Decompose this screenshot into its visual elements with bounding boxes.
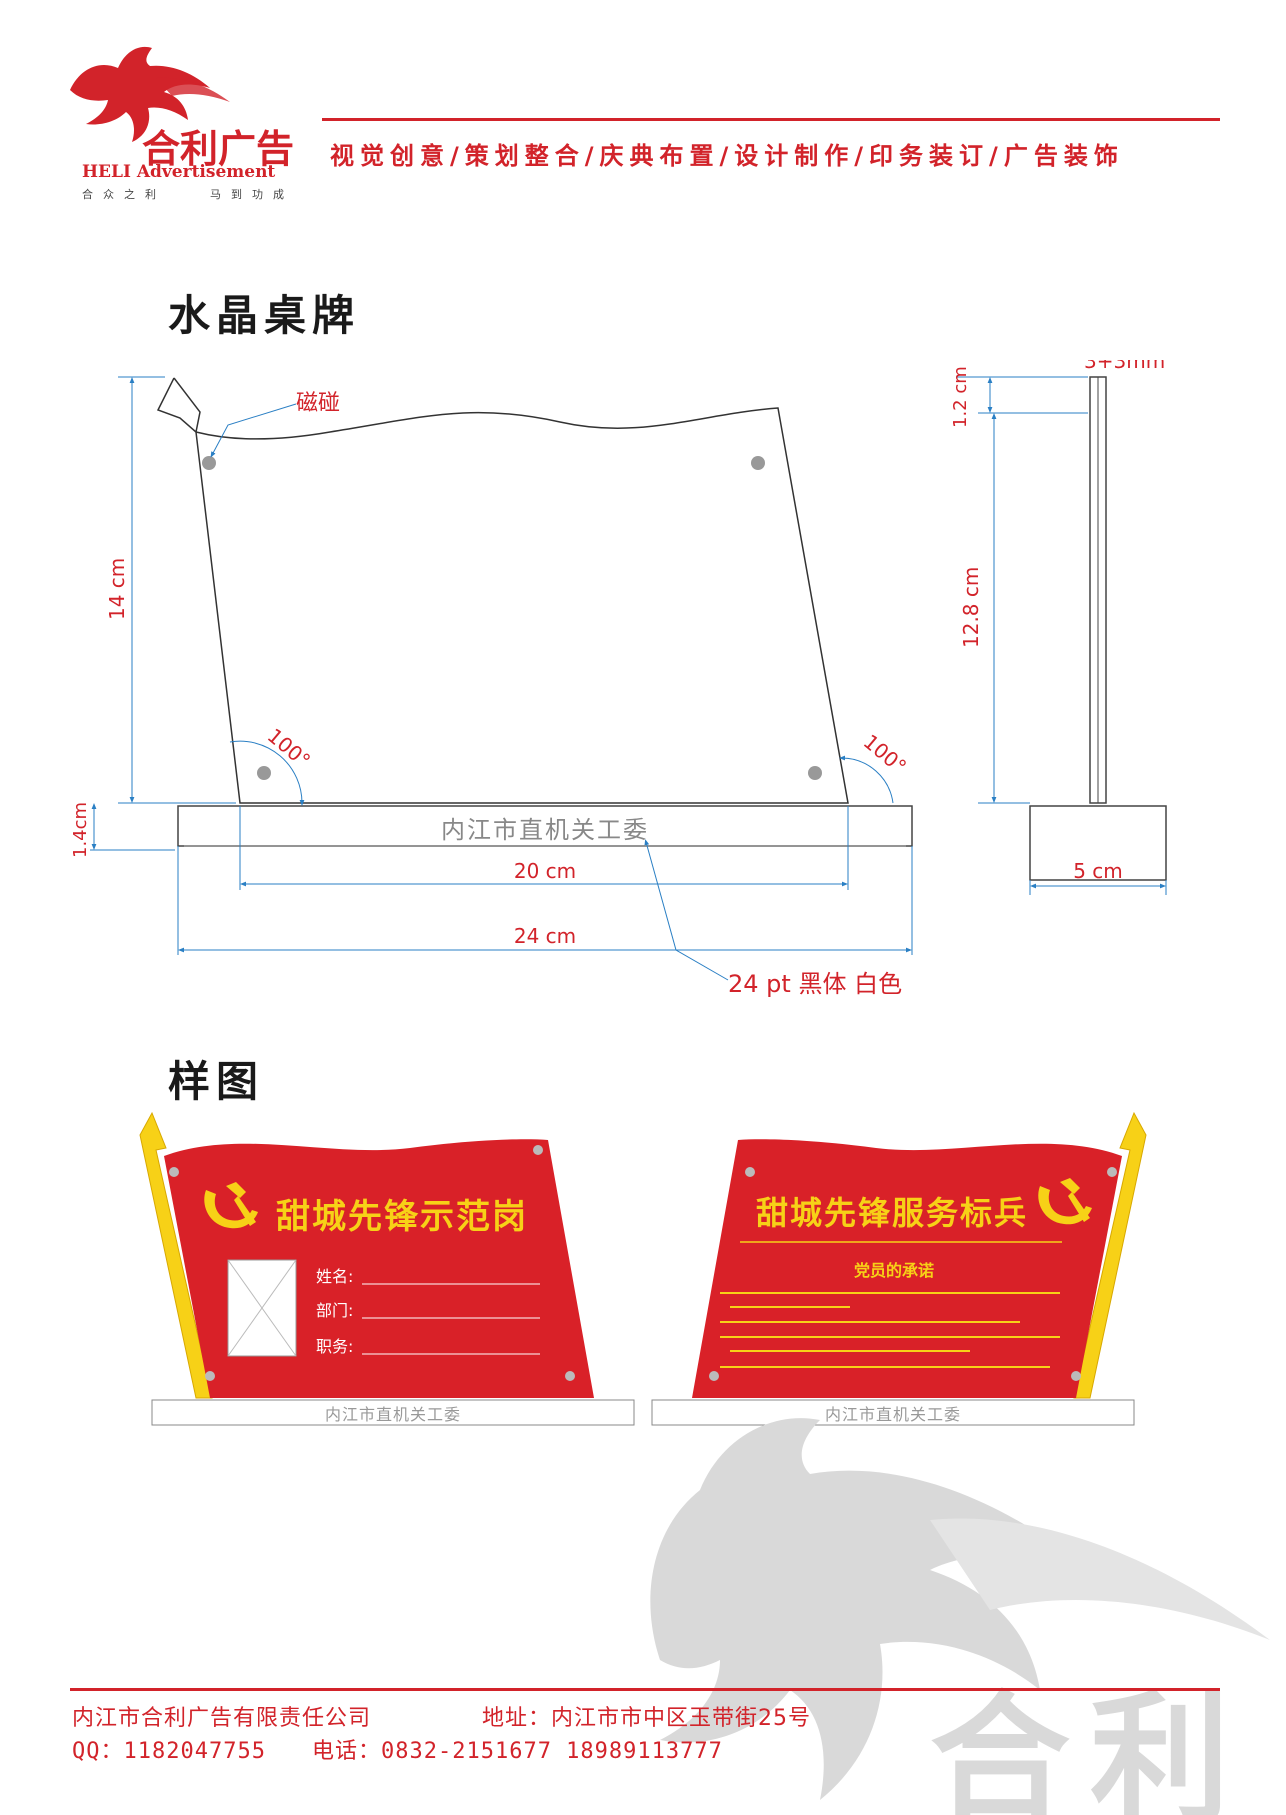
footer-divider (70, 1688, 1220, 1691)
right-heading: 甜城先锋服务标兵 (756, 1194, 1028, 1232)
inner-width-label: 20 cm (514, 859, 576, 883)
height-label: 14 cm (105, 558, 129, 620)
right-subheading: 党员的承诺 (854, 1261, 934, 1280)
depth-label: 5 cm (1073, 859, 1123, 883)
field-position: 职务: (316, 1337, 353, 1356)
footer-qq: QQ：1182047755 (72, 1739, 266, 1764)
left-base (151, 1399, 635, 1426)
brand-english-name: HELI Advertisement (82, 162, 276, 182)
base-height-label: 1.4cm (70, 802, 91, 858)
watermark-text: 合利 (930, 1679, 1250, 1815)
angle-right-label: 100° (859, 729, 911, 778)
magnet-top-left (202, 456, 216, 470)
left-base-text: 内江市直机关工委 (325, 1405, 461, 1424)
horse-watermark-icon: 合利 (650, 1418, 1270, 1815)
sample-plates: 甜城先锋示范岗 姓名: 部门: 职务: 内江市直机关工委 甜城先锋服务标兵 党员… (139, 1111, 1147, 1426)
brand-slogan-left: 合众之利 (82, 188, 166, 201)
magnet-top-right (751, 456, 765, 470)
right-flag-pole (1073, 1111, 1147, 1399)
horse-logo-icon (70, 46, 230, 142)
right-base (651, 1399, 1135, 1426)
magnet-label: 磁碰 (296, 391, 340, 416)
technical-drawing: 磁碰 14 cm 1.4cm 100° 100° 内江市直机关工委 20 cm … (70, 360, 1167, 998)
hammer-sickle-icon (1038, 1178, 1092, 1225)
side-height-label: 12.8 cm (959, 567, 983, 648)
base-text-label: 内江市直机关工委 (441, 816, 649, 844)
side-top-label: 1.2 cm (950, 366, 971, 428)
samples-title: 样图 (168, 1057, 265, 1106)
services-line: 视觉创意/策划整合/庆典布置/设计制作/印务装订/广告装饰 (330, 142, 1124, 170)
outer-width-label: 24 cm (514, 924, 576, 948)
hammer-sickle-icon (204, 1182, 258, 1229)
right-plate (692, 1139, 1122, 1398)
field-department: 部门: (316, 1301, 353, 1320)
magnet-bottom-right (808, 766, 822, 780)
footer-company: 内江市合利广告有限责任公司 (72, 1706, 372, 1731)
left-heading: 甜城先锋示范岗 (276, 1197, 528, 1237)
header-divider (322, 118, 1220, 121)
right-base-text: 内江市直机关工委 (825, 1405, 961, 1424)
field-name: 姓名: (316, 1267, 353, 1286)
page-title: 水晶桌牌 (168, 291, 361, 340)
footer-address: 地址：内江市市中区玉带街25号 (482, 1706, 811, 1731)
thickness-label: 3+3mm (1084, 360, 1165, 373)
left-flag-pole (139, 1111, 213, 1399)
magnet-bottom-left (257, 766, 271, 780)
base-block (177, 805, 913, 847)
font-note-label: 24 pt 黑体 白色 (728, 970, 902, 998)
brand-slogan-right: 马到功成 (210, 188, 294, 201)
promise-text-lines (720, 1292, 1060, 1368)
plate-outline (156, 377, 849, 804)
footer-phone: 电话：0832-2151677 18989113777 (312, 1739, 723, 1764)
brand-name: 合利广告 (142, 127, 295, 171)
